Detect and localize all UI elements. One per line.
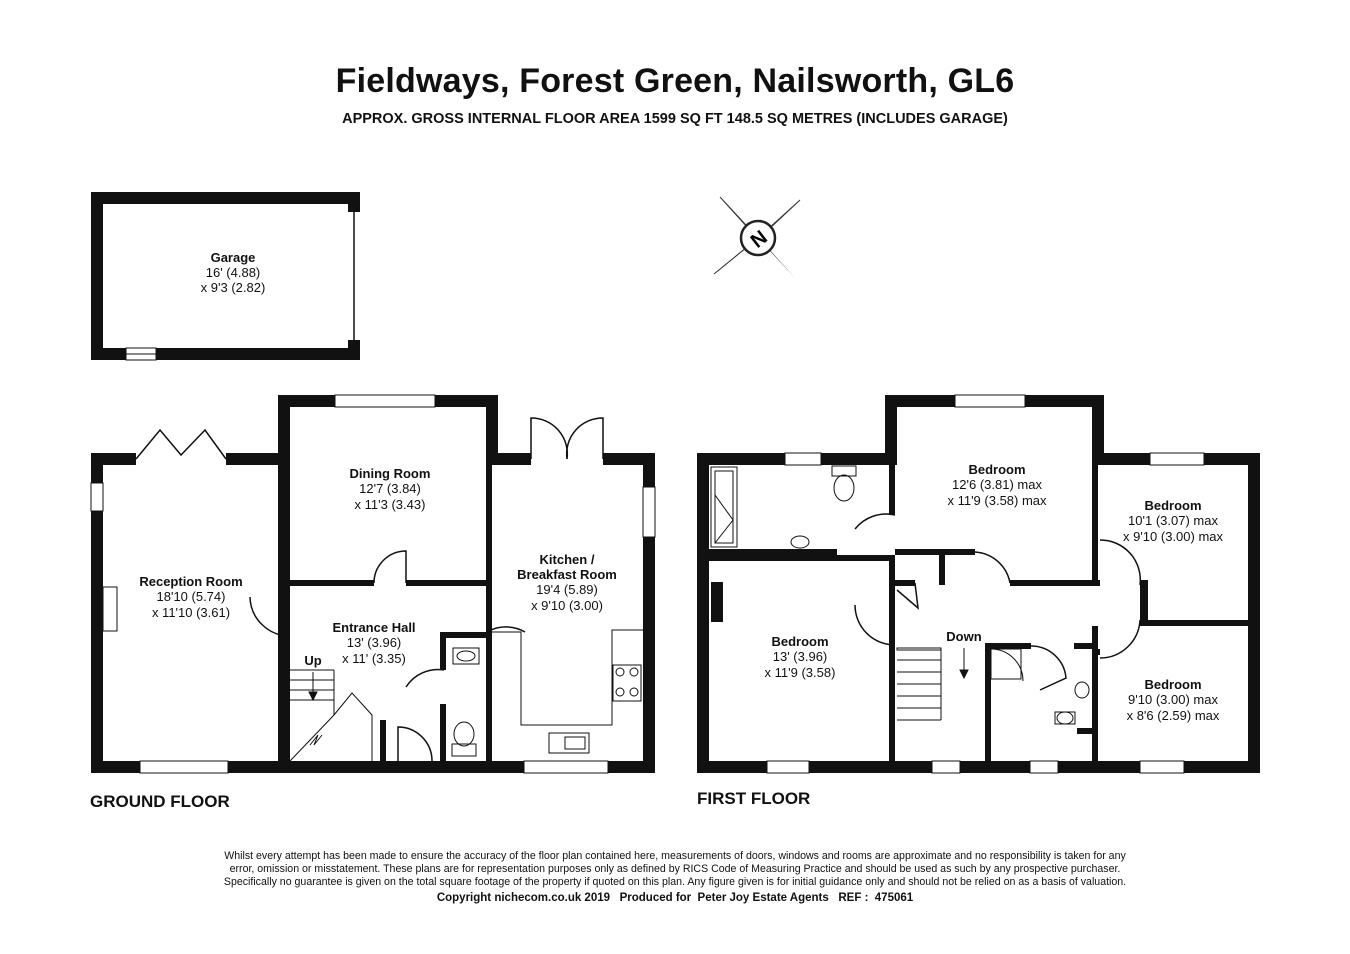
garage-label: Garage 16' (4.88) x 9'3 (2.82) xyxy=(201,250,266,295)
ground-floor-stairs xyxy=(289,669,373,762)
bedroom-right-top-name: Bedroom xyxy=(1144,498,1201,513)
first-floor-stairs xyxy=(896,647,969,721)
disclaimer-line-1: Whilst every attempt has been made to en… xyxy=(224,850,1126,862)
dining-name: Dining Room xyxy=(350,466,431,481)
kitchen-name1: Kitchen / xyxy=(540,552,595,567)
bedroom-top-name: Bedroom xyxy=(968,462,1025,477)
bedroom-left-dim1: 13' (3.96) xyxy=(773,649,828,664)
bedroom-left-label: Bedroom 13' (3.96) x 11'9 (3.58) xyxy=(765,634,836,680)
dining-dim1: 12'7 (3.84) xyxy=(359,481,421,496)
hall-dim2: x 11' (3.35) xyxy=(342,651,406,666)
bedroom-right-bottom-label: Bedroom 9'10 (3.00) max x 8'6 (2.59) max xyxy=(1127,677,1220,723)
stairs-up-label: Up xyxy=(304,653,321,668)
kitchen-dim1: 19'4 (5.89) xyxy=(536,582,598,597)
reception-dim2: x 11'10 (3.61) xyxy=(152,605,230,620)
first-floor-label: FIRST FLOOR xyxy=(697,789,811,808)
bedroom-top-label: Bedroom 12'6 (3.81) max x 11'9 (3.58) ma… xyxy=(947,462,1047,508)
garage xyxy=(91,192,360,361)
plan-title: Fieldways, Forest Green, Nailsworth, GL6 xyxy=(335,62,1015,100)
reception-room-label: Reception Room 18'10 (5.74) x 11'10 (3.6… xyxy=(139,574,242,620)
reception-dim1: 18'10 (5.74) xyxy=(157,589,226,604)
ground-floor-label: GROUND FLOOR xyxy=(90,792,230,811)
kitchen-name2: Breakfast Room xyxy=(517,567,617,582)
garage-dim1: 16' (4.88) xyxy=(206,265,261,280)
wc-fittings xyxy=(451,647,480,757)
kitchen-units xyxy=(492,629,643,754)
garage-dim2: x 9'3 (2.82) xyxy=(201,280,266,295)
disclaimer-line-2: error, omission or misstatement. These p… xyxy=(229,863,1121,875)
stairs-down-label: Down xyxy=(946,629,981,644)
ground-floor-doors xyxy=(135,417,604,762)
bedroom-right-top-label: Bedroom 10'1 (3.07) max x 9'10 (3.00) ma… xyxy=(1123,498,1224,544)
bedroom-right-top-dim2: x 9'10 (3.00) max xyxy=(1123,529,1224,544)
hall-name: Entrance Hall xyxy=(332,620,415,635)
kitchen-label: Kitchen / Breakfast Room 19'4 (5.89) x 9… xyxy=(517,552,617,613)
dining-room-label: Dining Room 12'7 (3.84) x 11'3 (3.43) xyxy=(350,466,431,512)
first-floor-doors xyxy=(854,513,1142,691)
bedroom-right-bottom-name: Bedroom xyxy=(1144,677,1201,692)
first-floor-windows xyxy=(766,394,1205,774)
copyright-line: Copyright nichecom.co.uk 2019 Produced f… xyxy=(436,892,914,904)
disclaimer-line-3: Specifically no guarantee is given on th… xyxy=(223,876,1127,888)
bedroom-top-dim1: 12'6 (3.81) max xyxy=(952,477,1042,492)
garage-name: Garage xyxy=(211,250,256,265)
disclaimer-text: Whilst every attempt has been made to en… xyxy=(160,850,1190,889)
bedroom-right-top-dim1: 10'1 (3.07) max xyxy=(1128,513,1218,528)
bedroom-left-dim2: x 11'9 (3.58) xyxy=(765,665,836,680)
bathroom-fittings xyxy=(710,465,1090,725)
reception-name: Reception Room xyxy=(139,574,242,589)
bedroom-left-name: Bedroom xyxy=(771,634,828,649)
entrance-hall-label: Entrance Hall 13' (3.96) x 11' (3.35) Up xyxy=(304,620,415,668)
dining-dim2: x 11'3 (3.43) xyxy=(355,497,426,512)
first-floor-walls xyxy=(697,395,1260,773)
kitchen-dim2: x 9'10 (3.00) xyxy=(531,598,603,613)
bedroom-right-bottom-dim2: x 8'6 (2.59) max xyxy=(1127,708,1220,723)
compass-icon: N xyxy=(713,196,801,278)
bedroom-right-bottom-dim1: 9'10 (3.00) max xyxy=(1128,692,1218,707)
hall-dim1: 13' (3.96) xyxy=(347,635,402,650)
bedroom-top-dim2: x 11'9 (3.58) max xyxy=(947,493,1047,508)
floor-area-subtitle: APPROX. GROSS INTERNAL FLOOR AREA 1599 S… xyxy=(342,111,1008,127)
ground-floor-windows xyxy=(90,394,656,774)
